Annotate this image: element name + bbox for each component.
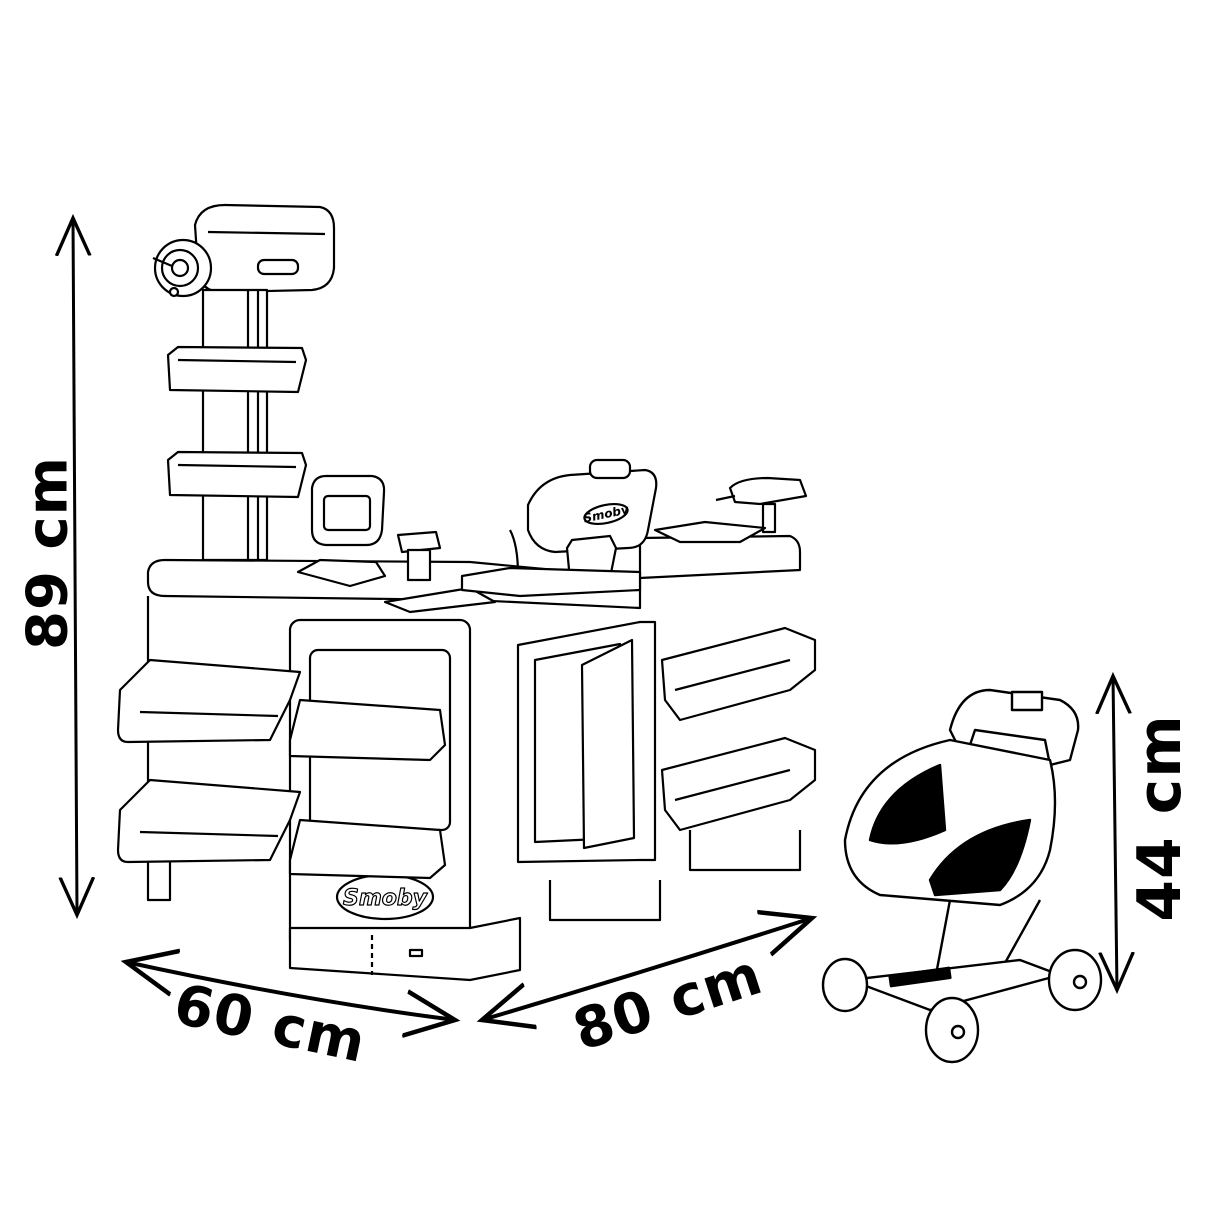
trolley-height-label: 44 cm [1125,714,1195,922]
hand-scanner [715,476,808,534]
left-shelf-upper [116,658,447,762]
height-label: 89 cm [15,456,81,650]
column-basket-upper [166,345,308,394]
basket-slots-right [928,818,1032,897]
right-shelf-lower [660,736,817,832]
depth-arrow [126,962,455,1020]
door-cabinet [516,620,657,864]
scanner-column [201,288,269,562]
basket-slots-left [868,763,947,845]
left-shelf-lower [116,778,447,880]
packing-basin [653,520,767,544]
pos-screen [296,474,387,588]
checkout-counter: Smoby [116,203,817,982]
column-basket-lower [166,450,308,499]
height-arrow [73,218,77,915]
cash-register-monitor: Smoby [526,458,658,582]
trolley-scanner [1010,690,1044,712]
dimension-arrows [73,218,1117,1020]
trolley-wheels [821,948,1103,1064]
trolley-height-arrow [1113,676,1117,990]
base-logo: Smoby [335,873,435,921]
card-terminal [396,530,442,582]
base-slots [888,966,952,988]
right-shelf-upper [660,626,817,722]
trolley-handle [948,688,1080,767]
register-console [460,566,642,598]
conveyor-belt [383,586,497,614]
base-logo-text: Smoby [343,886,429,911]
counter-legs-right [548,830,802,922]
width-arrow [482,918,812,1020]
shopping-trolley [821,688,1103,1064]
camera-scanner-head [152,203,336,298]
counter-top-right [638,534,802,580]
